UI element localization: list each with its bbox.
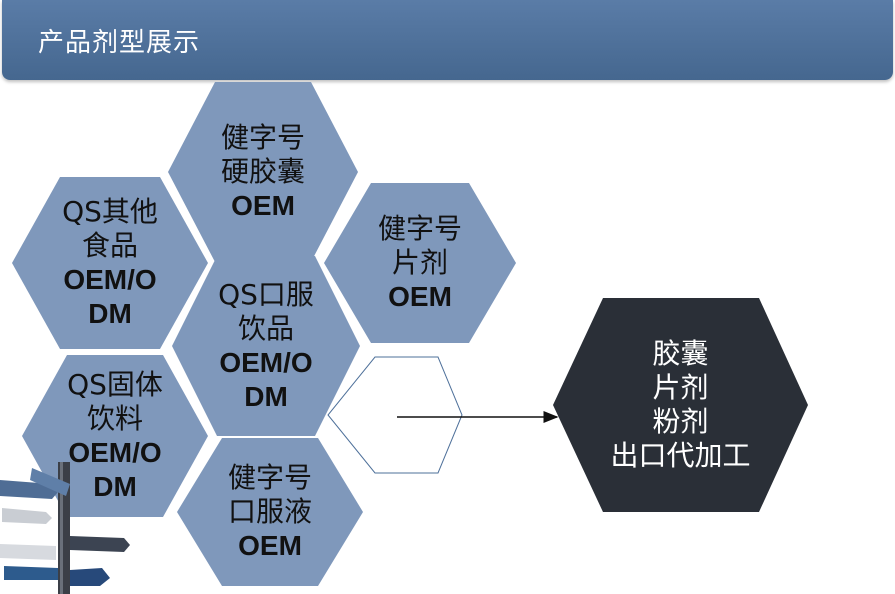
hex-processing [553, 298, 808, 512]
hex-tablet [324, 183, 516, 343]
hex-qs-other-food [12, 177, 208, 349]
hex-oral-liquid [177, 438, 363, 586]
signpost-icon [0, 462, 135, 594]
hex-qs-oral-drink [172, 256, 360, 436]
hex-outline-empty [328, 357, 462, 473]
hex-hard-capsule [168, 82, 358, 262]
